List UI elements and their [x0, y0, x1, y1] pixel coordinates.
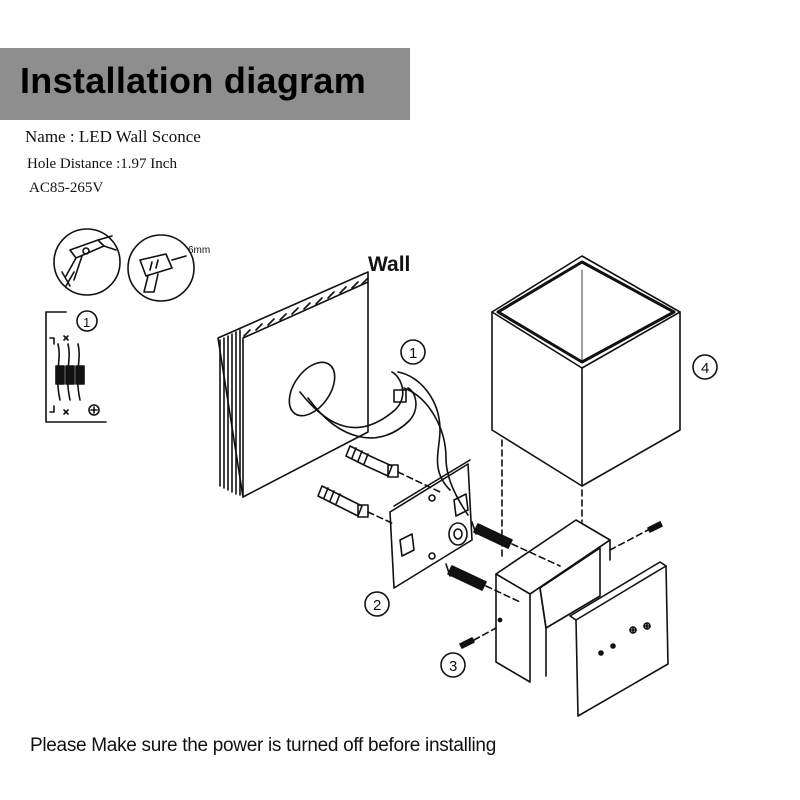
- wiring-inset: 1: [45, 310, 107, 423]
- lamp-base: [495, 519, 669, 717]
- safety-notice: Please Make sure the power is turned off…: [30, 735, 496, 756]
- bracket-screw: [471, 521, 513, 549]
- svg-text:3: 3: [449, 658, 457, 675]
- inset-step-number: 1: [83, 315, 90, 330]
- wall-block: [217, 271, 369, 498]
- guide-line: [501, 439, 583, 561]
- guide-line: [367, 471, 441, 525]
- wall-anchor: [345, 445, 399, 478]
- guide-line: [473, 529, 649, 641]
- wall-label: Wall: [368, 253, 410, 276]
- product-name: Name : LED Wall Sconce: [25, 127, 201, 146]
- bracket-screw: [445, 563, 487, 591]
- hole-distance: Hole Distance :1.97 Inch: [27, 156, 177, 172]
- set-screw: [459, 521, 663, 649]
- svg-text:4: 4: [701, 360, 709, 377]
- drill-size-label: 6mm: [188, 245, 210, 256]
- step-3-marker: 3: [440, 652, 466, 678]
- lamp-shade: [491, 255, 681, 487]
- page-title: Installation diagram: [20, 60, 367, 101]
- wall-anchor: [317, 485, 369, 518]
- voltage-rating: AC85-265V: [29, 180, 104, 196]
- guide-line: [485, 543, 561, 603]
- mounting-bracket: [389, 459, 473, 589]
- pliers-icon: [53, 228, 121, 296]
- svg-text:1: 1: [409, 345, 417, 362]
- step-4-marker: 4: [692, 354, 718, 380]
- title-banner: Installation diagram: [0, 48, 410, 120]
- svg-text:2: 2: [373, 597, 381, 614]
- step-2-marker: 2: [364, 591, 390, 617]
- step-1-marker: 1: [400, 339, 426, 365]
- drill-icon: [127, 234, 195, 302]
